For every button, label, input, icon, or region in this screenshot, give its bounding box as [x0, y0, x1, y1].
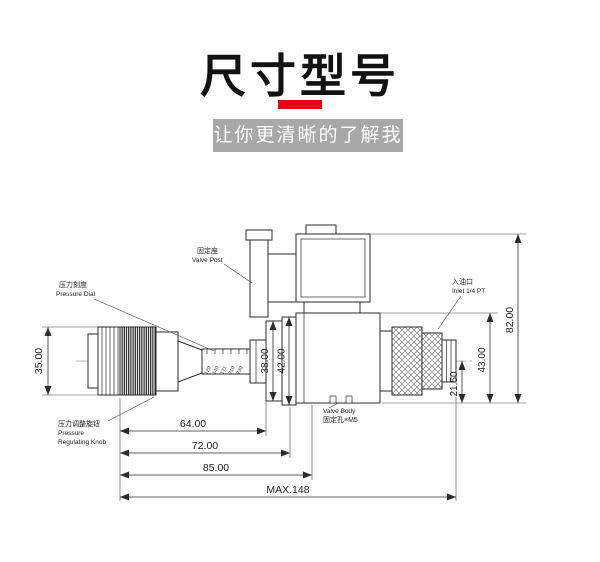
- page-title: 尺寸型号: [200, 50, 400, 102]
- solenoid-coil: [295, 224, 371, 314]
- title-underline: [278, 100, 322, 109]
- dimension-lines: [44, 234, 522, 501]
- page-subtitle: 让你更清晰的了解我: [213, 119, 403, 152]
- pressure-knob: [87, 326, 157, 396]
- valve-post-label-en: Valve Post: [192, 257, 223, 264]
- dim-knob-od: 35.00: [33, 348, 45, 374]
- dial-scale-value: 120: [204, 365, 213, 375]
- dim-82: 82.00: [504, 307, 516, 333]
- inlet-fitting: [379, 326, 457, 396]
- valve-body-label: Valve Body: [323, 408, 356, 415]
- regulating-knob-label-en2: Regulating Knob: [58, 439, 106, 446]
- knob-taper: [155, 331, 203, 392]
- dimension-drawing: 120 140 171 210 230: [33, 224, 526, 501]
- dial-scale-value: 230: [236, 365, 245, 375]
- dim-85: 85.00: [203, 462, 229, 474]
- regulating-knob-label-cn: 压力调整旋钮: [58, 419, 100, 428]
- dial-scale: 120 140 171 210 230: [204, 365, 245, 375]
- dim-max-148: MAX.148: [266, 484, 309, 496]
- dim-72: 72.00: [192, 440, 218, 452]
- inlet-label-en: Inlet 1/4 PT: [452, 288, 485, 295]
- dim-38: 38.00: [260, 348, 271, 373]
- regulating-knob-label-en1: Pressure: [58, 430, 84, 437]
- dim-64: 64.00: [180, 418, 206, 430]
- dim-21-5: 21.50: [449, 371, 460, 396]
- pressure-dial-label-en: Pressure Dial: [56, 291, 96, 298]
- pressure-dial-label-cn: 压力刻度: [59, 280, 87, 289]
- leader-lines: [93, 263, 462, 422]
- dim-42: 42.00: [277, 348, 288, 373]
- pressure-dial-shaft: [201, 348, 251, 375]
- dim-43: 43.00: [477, 347, 488, 372]
- valve-body: [295, 312, 381, 404]
- dial-scale-value: 140: [212, 365, 221, 375]
- solenoid-post: [245, 229, 297, 318]
- mount-hole-label: 固定孔×M5: [323, 415, 358, 424]
- inlet-label-cn: 入油口: [452, 277, 473, 286]
- dial-scale-value: 210: [228, 365, 237, 375]
- valve-post-label-cn: 固定座: [197, 246, 218, 255]
- dial-scale-value: 171: [220, 365, 229, 375]
